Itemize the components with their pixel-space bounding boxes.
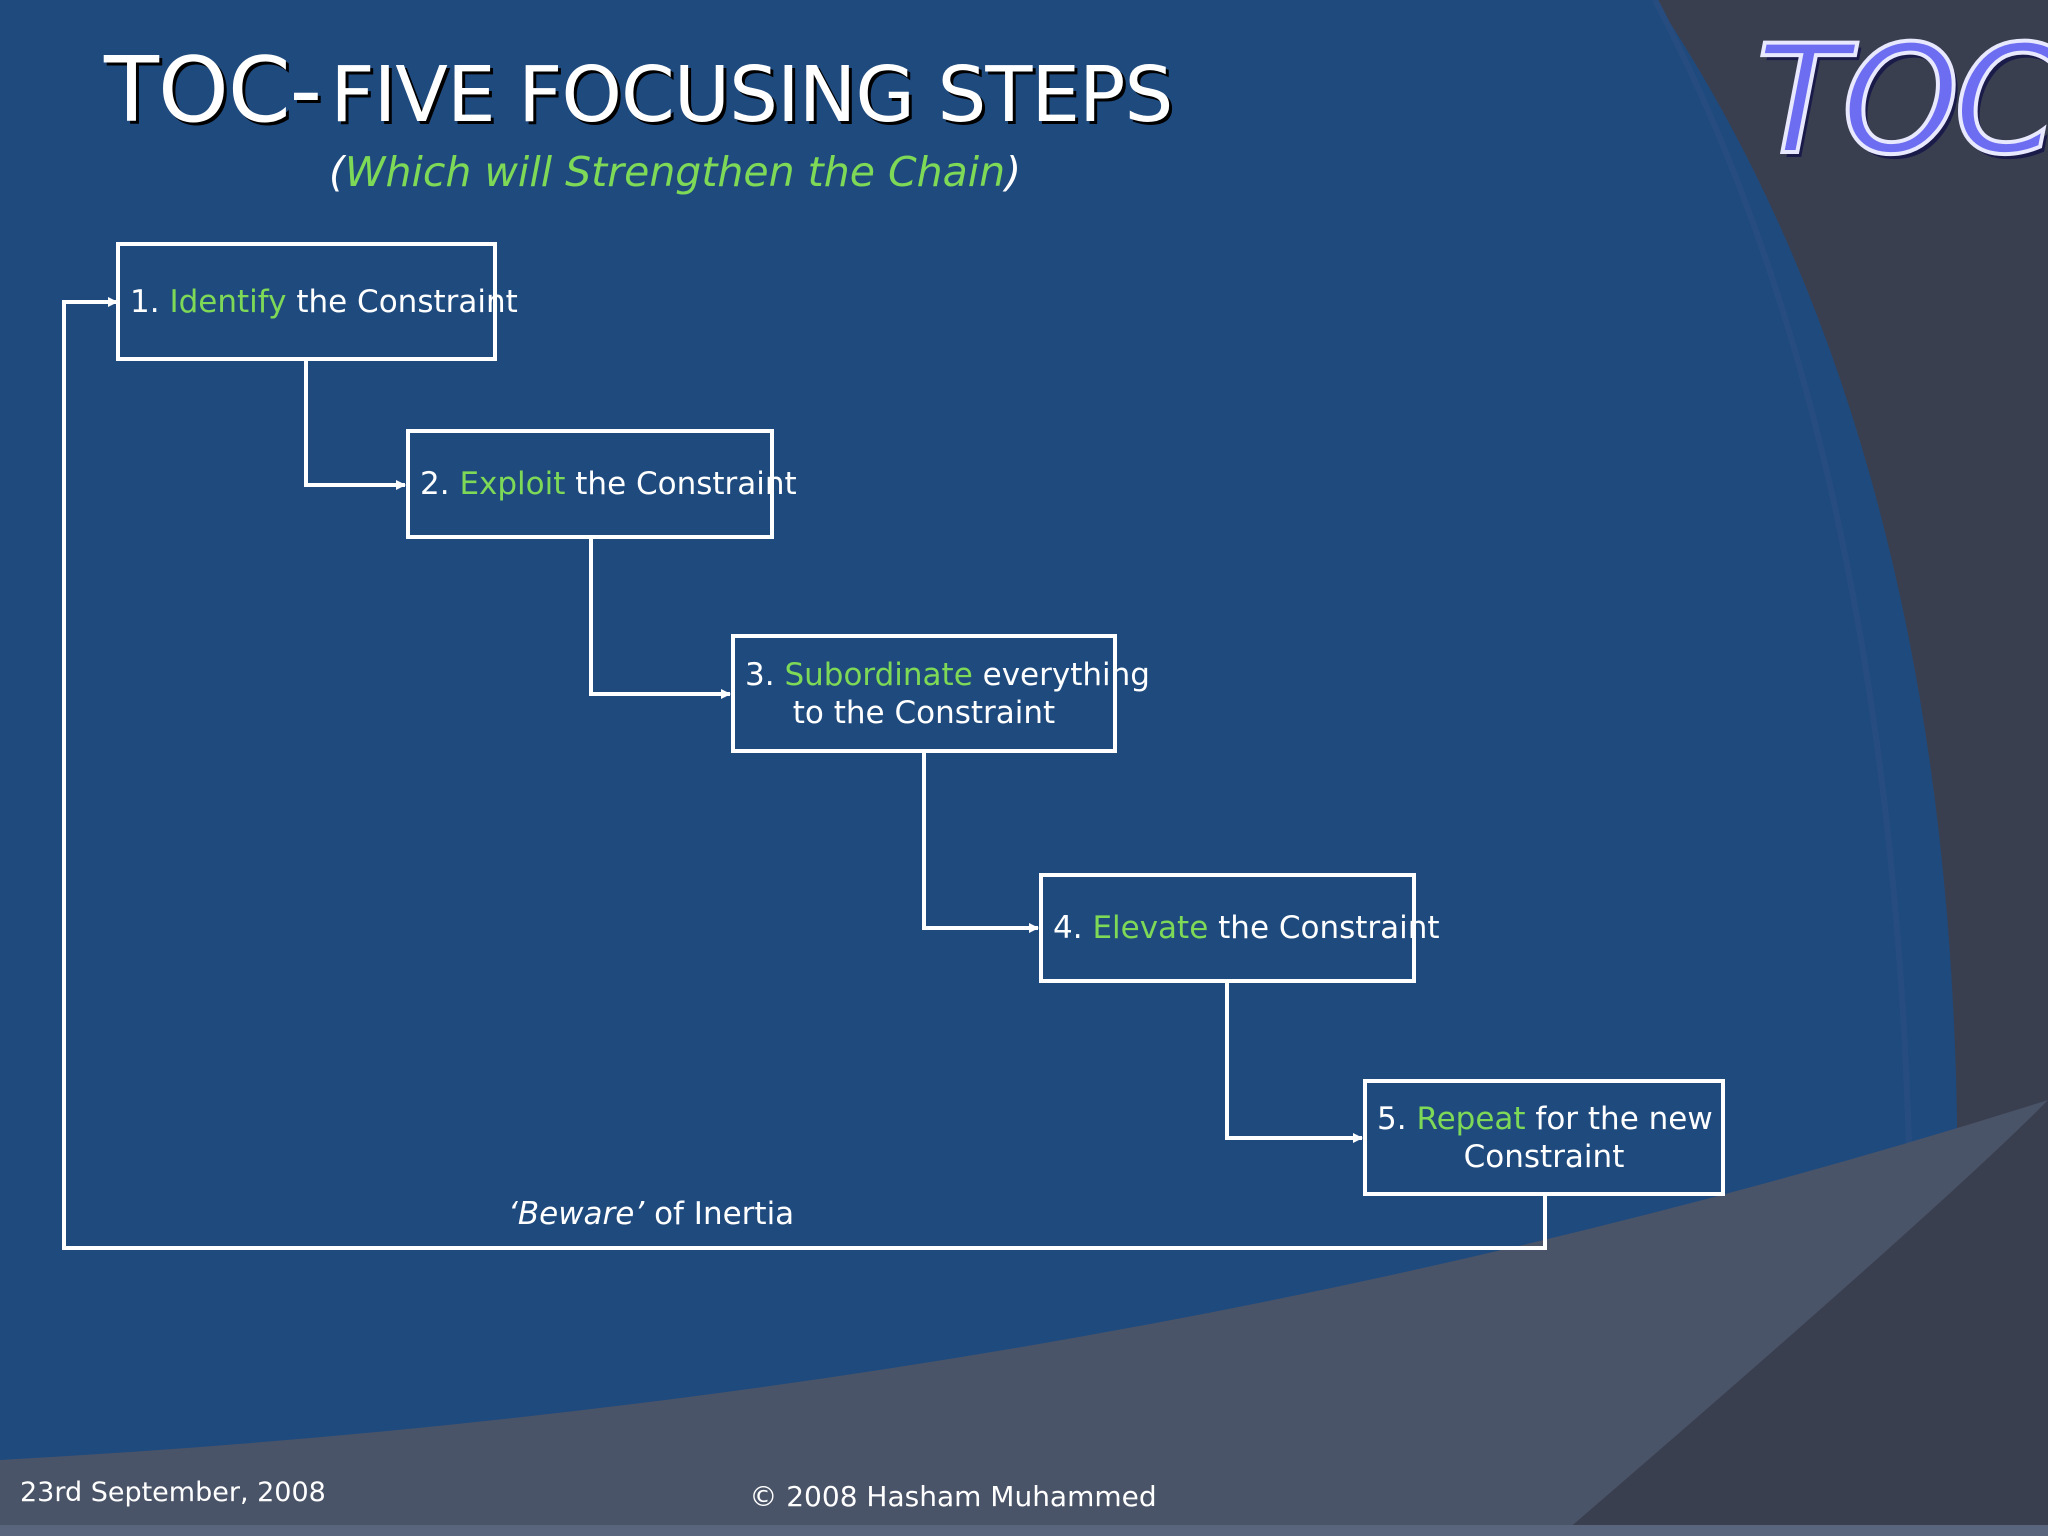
step-1-keyword: Identify <box>169 283 287 320</box>
step-1-number: 1. <box>130 283 160 320</box>
step-2-text: the Constraint <box>575 466 797 502</box>
step-1-label: 1. Identify the Constraint <box>130 283 518 321</box>
step-2-keyword: Exploit <box>459 466 566 502</box>
step-4-text: the Constraint <box>1218 910 1440 946</box>
step-1-text: the Constraint <box>296 283 518 320</box>
step-2-label: 2. Exploit the Constraint <box>420 465 797 503</box>
step-3-box: 3. Subordinate everything to the Constra… <box>731 634 1150 753</box>
step-4-box: 4. Elevate the Constraint <box>1039 873 1440 983</box>
step-2-box: 2. Exploit the Constraint <box>406 429 797 539</box>
connector-4-5 <box>1225 982 1363 1143</box>
connector-2-3 <box>589 538 731 699</box>
step-2-number: 2. <box>420 466 450 502</box>
step-5-text-line2: Constraint <box>1463 1138 1625 1175</box>
step-1-box: 1. Identify the Constraint <box>116 242 518 361</box>
connector-1-2 <box>304 360 406 490</box>
step-5-number: 5. <box>1377 1100 1407 1137</box>
step-5-text: for the new <box>1535 1100 1713 1137</box>
subtitle-text: Which will Strengthen the Chain <box>344 148 1006 196</box>
page-title: TOC- FIVE FOCUSING STEPS <box>104 38 1173 143</box>
connector-loop-back <box>62 297 1547 1250</box>
title-main: FIVE FOCUSING STEPS <box>330 51 1173 140</box>
step-3-text-line2: to the Constraint <box>792 694 1056 731</box>
step-3-number: 3. <box>745 656 775 693</box>
step-5-box: 5. Repeat for the new Constraint <box>1363 1079 1725 1196</box>
step-5-keyword: Repeat <box>1416 1100 1526 1137</box>
loop-label-quoted: ‘Beware’ <box>508 1196 645 1232</box>
footer-date: 23rd September, 2008 <box>20 1477 326 1508</box>
footer-copyright: © 2008 Hasham Muhammed <box>749 1480 1157 1513</box>
step-3-label: 3. Subordinate everything to the Constra… <box>745 656 1150 732</box>
step-3-keyword: Subordinate <box>784 656 973 693</box>
step-4-keyword: Elevate <box>1092 910 1209 946</box>
step-5-label: 5. Repeat for the new Constraint <box>1377 1100 1713 1176</box>
subtitle-close-paren: ) <box>1005 148 1022 196</box>
step-3-text: everything <box>982 656 1150 693</box>
step-4-label: 4. Elevate the Constraint <box>1053 909 1440 947</box>
subtitle-open-paren: ( <box>328 148 345 196</box>
loop-label: ‘Beware’ of Inertia <box>508 1196 794 1232</box>
connector-3-4 <box>922 752 1039 933</box>
subtitle: (Which will Strengthen the Chain) <box>0 148 1350 196</box>
loop-label-text: of Inertia <box>654 1196 795 1232</box>
toc-logo: TOC <box>1754 12 2048 190</box>
title-prefix: TOC- <box>104 38 322 143</box>
step-4-number: 4. <box>1053 910 1083 946</box>
